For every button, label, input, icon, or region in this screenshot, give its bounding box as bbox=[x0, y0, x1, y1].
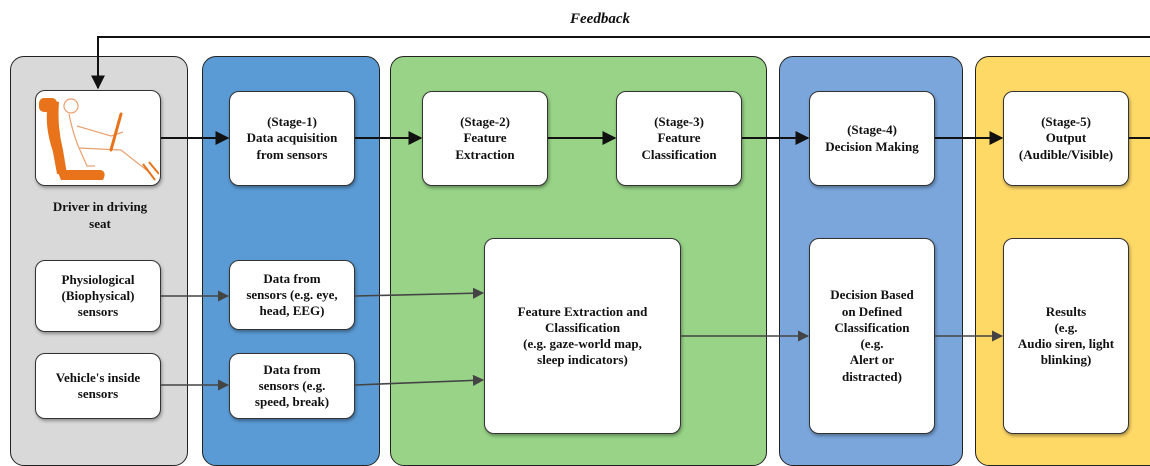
stage1-box: (Stage-1) Data acquisition from sensors bbox=[229, 91, 355, 186]
driver-seat-icon bbox=[39, 98, 159, 181]
driver-label: Driver in driving seat bbox=[52, 199, 148, 231]
feedback-label: Feedback bbox=[570, 11, 630, 27]
arrow-data-speed-feature bbox=[354, 374, 485, 386]
data-speed-break-box: Data from sensors (e.g. speed, break) bbox=[229, 353, 355, 419]
stage5-box: (Stage-5) Output (Audible/Visible) bbox=[1003, 91, 1129, 186]
stage3-box: (Stage-3) Feature Classification bbox=[616, 91, 742, 186]
arrow-data-eye-feature bbox=[354, 287, 485, 299]
connector-layer bbox=[91, 36, 1150, 391]
results-box: Results (e.g. Audio siren, light blinkin… bbox=[1003, 238, 1129, 434]
feedback-arrow bbox=[91, 36, 1150, 90]
data-eye-head-box: Data from sensors (e.g. eye, head, EEG) bbox=[229, 260, 355, 330]
decision-box: Decision Based on Defined Classification… bbox=[809, 238, 935, 434]
stage4-box: (Stage-4) Decision Making bbox=[809, 91, 935, 186]
driver-seat-image bbox=[35, 90, 161, 186]
vehicle-sensors-box: Vehicle's inside sensors bbox=[35, 353, 161, 419]
stage2-box: (Stage-2) Feature Extraction bbox=[422, 91, 548, 186]
feature-extraction-box: Feature Extraction and Classification (e… bbox=[484, 238, 681, 434]
physiological-sensors-box: Physiological (Biophysical) sensors bbox=[35, 260, 161, 332]
